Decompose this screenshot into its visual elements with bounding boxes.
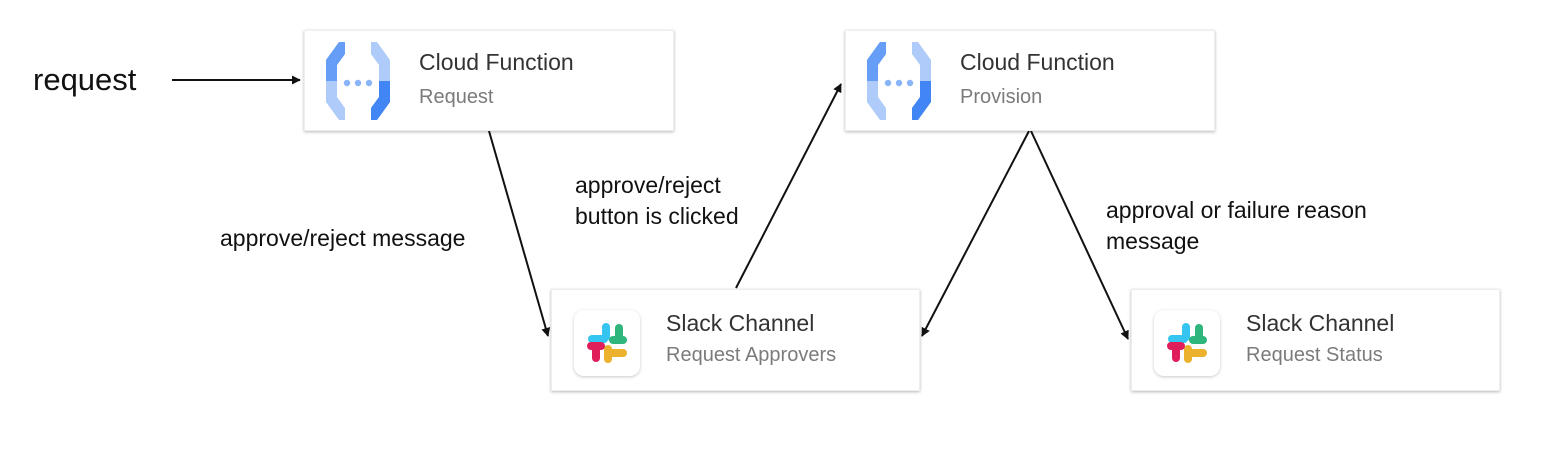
node-subtitle: Request Approvers xyxy=(666,344,837,366)
node-title: Slack Channel xyxy=(1246,310,1395,336)
edge-label-button-clicked: approve/reject button is clicked xyxy=(575,170,739,232)
cloud-functions-icon xyxy=(867,42,931,120)
slack-icon xyxy=(574,310,640,376)
slack-channel-approvers-node[interactable]: Slack Channel Request Approvers xyxy=(551,289,920,391)
arrow-cf-request-to-slack-approvers xyxy=(488,130,551,337)
edge-label-line: approve/reject message xyxy=(220,225,466,251)
edge-label-line: message xyxy=(1106,228,1200,254)
arrow-slack-approvers-to-cf-provision xyxy=(735,83,842,289)
cloud-function-provision-node[interactable]: Cloud Function Provision xyxy=(845,30,1215,131)
arrow-cf-provision-to-slack-approvers xyxy=(921,130,1030,337)
request-label: request xyxy=(33,62,137,97)
node-title: Cloud Function xyxy=(419,49,574,75)
cloud-function-request-node[interactable]: Cloud Function Request xyxy=(304,30,674,131)
node-title: Slack Channel xyxy=(666,310,815,336)
cloud-functions-icon xyxy=(326,42,390,120)
node-subtitle: Request xyxy=(419,86,494,108)
edge-label-line: button is clicked xyxy=(575,203,739,229)
edge-label-line: approval or failure reason xyxy=(1106,197,1367,223)
edge-label-approve-reject-message: approve/reject message xyxy=(220,223,465,254)
arrow-cf-provision-to-slack-status xyxy=(1030,130,1129,340)
node-subtitle: Provision xyxy=(960,86,1043,108)
slack-channel-status-node[interactable]: Slack Channel Request Status xyxy=(1131,289,1500,391)
edge-label-approval-failure: approval or failure reason message xyxy=(1106,195,1367,257)
edge-label-line: approve/reject xyxy=(575,172,721,198)
slack-icon xyxy=(1154,310,1220,376)
node-title: Cloud Function xyxy=(960,49,1115,75)
node-subtitle: Request Status xyxy=(1246,344,1383,366)
